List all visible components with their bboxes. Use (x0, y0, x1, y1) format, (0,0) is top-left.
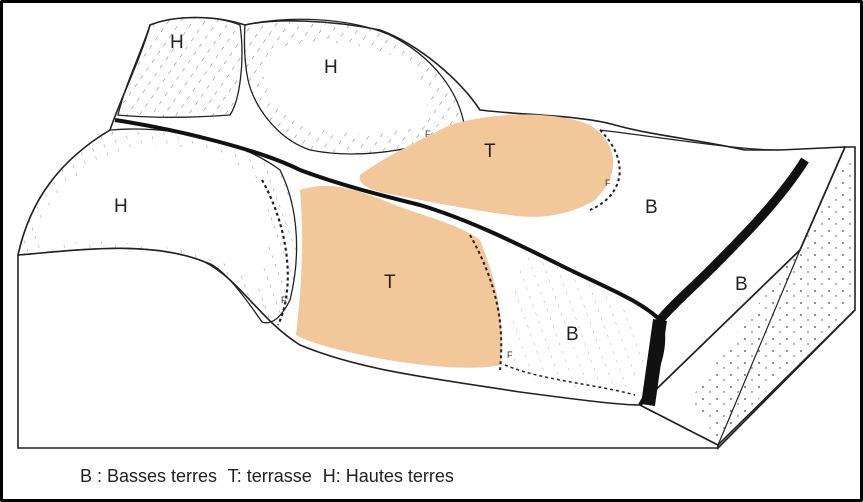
label-hautes-1: H (170, 32, 184, 53)
label-terrasse-1: T (484, 141, 496, 162)
label-hautes-2: H (324, 57, 338, 78)
label-basses-1: B (645, 197, 658, 218)
label-terrasse-2: T (384, 272, 396, 293)
label-f-1: F (281, 295, 287, 305)
legend-basses-terres: B : Basses terres (80, 466, 217, 486)
legend: B : Basses terres T: terrasse H: Hautes … (80, 466, 460, 487)
label-basses-3: B (566, 324, 579, 345)
label-f-3: F (605, 178, 611, 188)
label-f-4: F (425, 129, 431, 139)
label-f-2: F (507, 350, 513, 360)
terrace-lower (296, 186, 502, 368)
legend-terrasse: T: terrasse (228, 466, 312, 486)
label-basses-2: B (735, 274, 748, 295)
legend-hautes-terres: H: Hautes terres (323, 466, 454, 486)
label-hautes-3: H (114, 196, 128, 217)
